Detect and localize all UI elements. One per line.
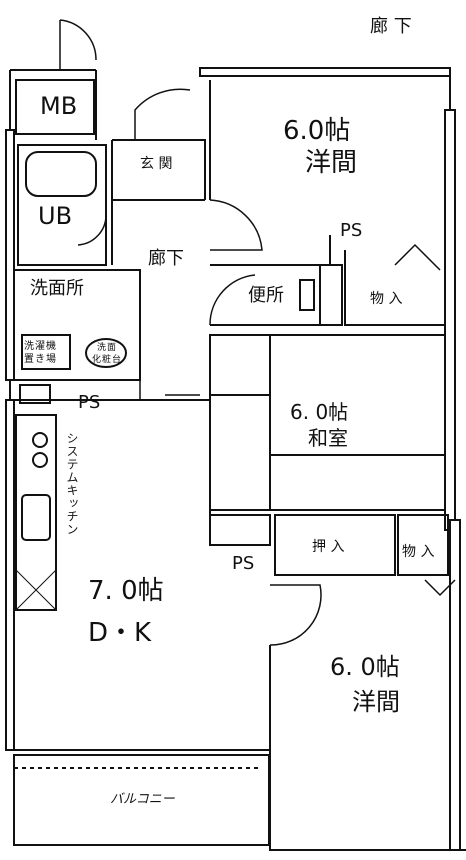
washroom-walls	[14, 269, 141, 381]
ps-bedroom1-label: PS	[340, 220, 363, 241]
hall-label: 廊下	[148, 248, 184, 269]
ps-center-label: PS	[232, 553, 255, 574]
balcony-label: バルコニー	[110, 792, 175, 807]
vanity-label: 洗面 化粧台	[92, 343, 123, 365]
ps-hall-label: PS	[78, 392, 101, 413]
laundry-label: 洗濯機 置き場	[24, 341, 57, 365]
bedroom2-type: 洋間	[352, 688, 400, 716]
toilet-label: 便所	[248, 285, 284, 306]
bedroom1-size: 6.0帖	[283, 116, 351, 146]
entrance-walls	[111, 139, 206, 265]
bedroom1-type: 洋間	[305, 148, 358, 178]
kitchen-label: システムキッチン	[65, 432, 79, 536]
closet-upper-label: 物 入	[370, 291, 403, 307]
balcony	[13, 754, 270, 846]
closet-upper	[344, 250, 445, 326]
mb-label: MB	[40, 92, 78, 120]
washitsu-type: 和室	[308, 426, 348, 450]
closet-lower-label: 物 入	[402, 544, 435, 560]
washroom-label: 洗面所	[30, 278, 84, 299]
corridor-outside-label: 廊 下	[370, 16, 412, 37]
oshiire-label: 押 入	[312, 539, 345, 555]
closet-lower	[397, 514, 449, 576]
bedroom2-door	[269, 584, 322, 646]
unit-bath	[17, 144, 107, 266]
hall-door	[209, 199, 263, 251]
dk-walls	[14, 399, 271, 750]
mb-box	[15, 79, 95, 135]
washitsu-size: 6. 0帖	[290, 400, 349, 424]
dk-size: 7. 0帖	[88, 576, 164, 606]
kitchen-counter	[15, 414, 57, 611]
ub-label: UB	[38, 202, 73, 230]
oshiire	[274, 514, 396, 576]
entrance-label: 玄 関	[140, 156, 173, 172]
bedroom2-size: 6. 0帖	[330, 653, 400, 681]
dk-type: D・K	[88, 618, 152, 648]
